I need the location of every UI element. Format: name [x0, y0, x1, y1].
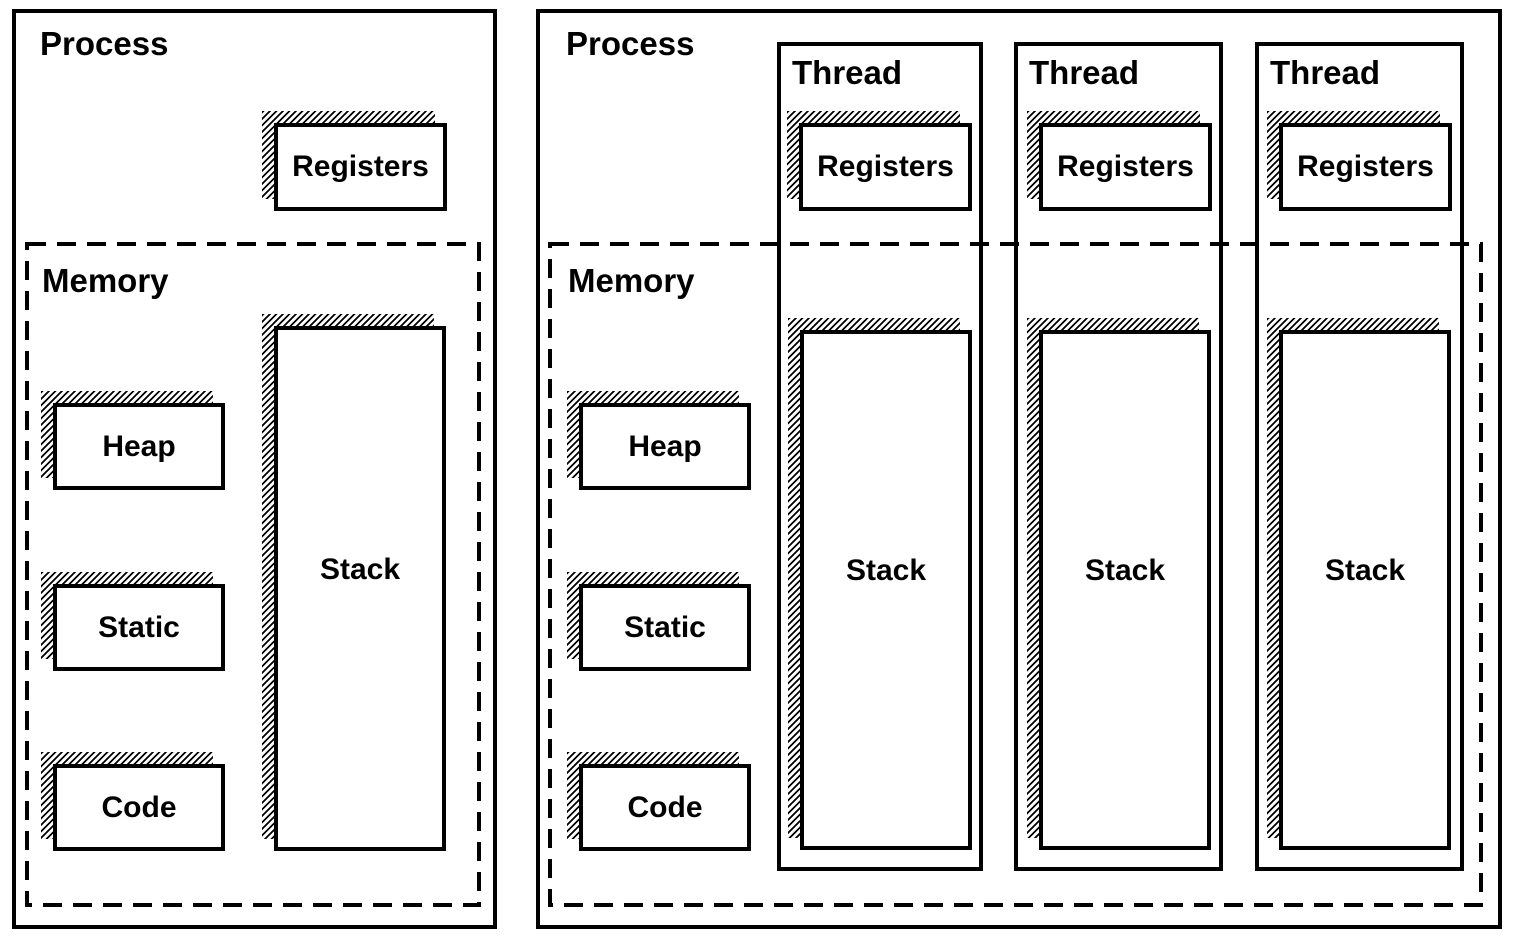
stack-label: Stack: [319, 552, 401, 586]
static-label: Static: [98, 610, 180, 644]
static-box: Static: [41, 572, 225, 671]
thread-title: Thread: [1270, 54, 1381, 91]
stack-label: Stack: [1084, 554, 1166, 587]
registers-box: Registers: [1267, 111, 1452, 211]
thread-column-1: [777, 42, 983, 871]
registers-label: Registers: [817, 150, 954, 183]
code-box: Code: [41, 752, 225, 851]
heap-box: Heap: [567, 391, 751, 490]
stack-box: Stack: [1267, 318, 1451, 850]
code-label: Code: [627, 790, 703, 824]
registers-label: Registers: [1057, 150, 1194, 183]
registers-box: Registers: [262, 111, 447, 211]
code-label: Code: [101, 790, 177, 824]
stack-box: Stack: [262, 314, 446, 851]
stack-label: Stack: [1324, 554, 1406, 587]
registers-box: Registers: [787, 111, 972, 211]
stack-box: Stack: [788, 318, 972, 850]
static-box: Static: [567, 572, 751, 671]
process-title: Process: [40, 25, 169, 62]
code-box: Code: [567, 752, 751, 851]
memory-title: Memory: [42, 262, 169, 299]
registers-label: Registers: [1297, 150, 1434, 183]
registers-label: Registers: [292, 150, 429, 183]
thread-title: Thread: [1029, 54, 1140, 91]
thread-title: Thread: [792, 54, 903, 91]
memory-boundary: [25, 242, 481, 907]
thread-column-3: [1255, 42, 1464, 871]
process-title: Process: [566, 25, 695, 62]
memory-title: Memory: [568, 262, 695, 299]
stack-label: Stack: [845, 554, 927, 587]
heap-label: Heap: [102, 429, 176, 463]
stack-box: Stack: [1027, 318, 1211, 850]
static-label: Static: [624, 610, 706, 644]
thread-column-2: [1014, 42, 1223, 871]
registers-box: Registers: [1027, 111, 1212, 211]
heap-box: Heap: [41, 391, 225, 490]
heap-label: Heap: [628, 429, 702, 463]
